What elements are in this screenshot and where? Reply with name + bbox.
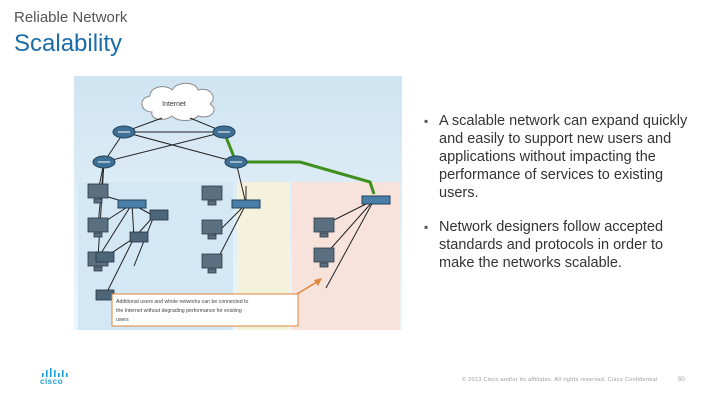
slide-title: Scalability — [14, 30, 123, 57]
bullet-item: ▪ Network designers follow accepted stan… — [424, 218, 694, 272]
callout-box: Additional users and whole networks can … — [111, 293, 299, 327]
network-diagram: Internet — [74, 76, 402, 330]
copyright-text: © 2013 Cisco and/or its affiliates. All … — [462, 377, 658, 383]
callout-line-1: Additional users and whole networks can … — [116, 299, 248, 305]
zone-pink — [292, 182, 400, 330]
bullet-text: Network designers follow accepted standa… — [439, 219, 664, 271]
cisco-logo — [42, 368, 68, 377]
bullet-marker: ▪ — [424, 220, 429, 234]
slide-subtitle: Reliable Network — [14, 9, 128, 26]
bullet-text: A scalable network can expand quickly an… — [439, 113, 688, 201]
callout-line-2: the Internet without degrading performan… — [116, 308, 242, 314]
router-arrows — [98, 131, 242, 163]
logo-wordmark: cisco — [40, 377, 63, 386]
phone-icons — [95, 209, 169, 301]
bullet-marker: ▪ — [424, 114, 429, 128]
cloud-label: Internet — [162, 101, 186, 108]
internet-cloud: Internet — [141, 82, 215, 121]
callout-line-3: users — [116, 317, 129, 323]
highlighted-link — [222, 131, 376, 195]
bullet-list: ▪ A scalable network can expand quickly … — [424, 112, 694, 288]
page-number: 50 — [678, 377, 685, 383]
switch-icons — [117, 195, 391, 209]
svg-text:Additional users and whole net: Additional users and whole networks can … — [116, 299, 250, 323]
bullet-item: ▪ A scalable network can expand quickly … — [424, 112, 694, 202]
